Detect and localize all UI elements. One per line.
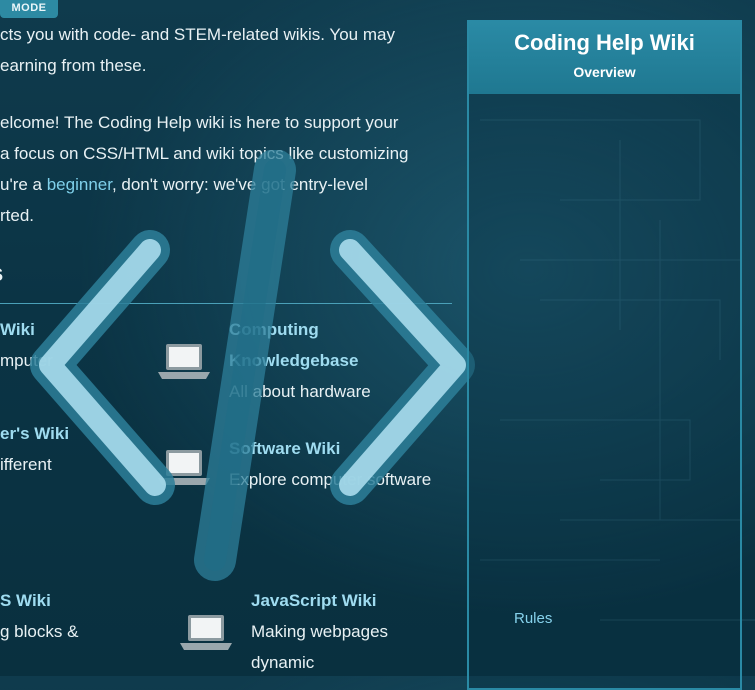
wiki-desc-4: Explore computer software (229, 470, 432, 489)
wiki-title-3[interactable]: er's Wiki (0, 424, 70, 443)
intro-line-2: earning from these. (0, 56, 147, 75)
wiki-desc-6: Making webpages (251, 622, 389, 641)
wiki-desc-2: All about hardware (229, 382, 371, 401)
intro-line-5-pre: u're a (0, 175, 47, 194)
wiki-title-1[interactable]: Wiki (0, 320, 35, 339)
sidebar-header: Coding Help Wiki Overview (469, 22, 740, 94)
main-content: cts you with code- and STEM-related wiki… (0, 25, 452, 672)
intro-line-6: rted. (0, 206, 35, 225)
wiki-desc-6b: dynamic (251, 653, 315, 672)
intro-line-4: a focus on CSS/HTML and wiki topics like… (0, 144, 409, 163)
intro-line-1: cts you with code- and STEM-related wiki… (0, 25, 395, 44)
wiki-desc-1: mputer (0, 351, 53, 370)
section-divider (0, 303, 452, 304)
rules-link[interactable]: Rules (514, 610, 553, 627)
sidebar-subtitle: Overview (573, 64, 636, 80)
sidebar-title: Coding Help Wiki (514, 30, 695, 55)
intro-line-5: u're a beginner, don't worry: we've got … (0, 169, 368, 200)
laptop-icon (158, 344, 210, 379)
wiki-title-2[interactable]: Computing (229, 320, 319, 339)
beginner-link[interactable]: beginner (46, 175, 112, 194)
wiki-title-5[interactable]: S Wiki (0, 591, 51, 610)
wiki-title-4[interactable]: Software Wiki (229, 439, 341, 458)
wiki-title-2b[interactable]: Knowledgebase (229, 351, 359, 370)
intro-line-3: elcome! The Coding Help wiki is here to … (0, 113, 399, 132)
mode-tab[interactable]: MODE (0, 0, 58, 18)
wiki-desc-5: g blocks & (0, 622, 79, 641)
laptop-icon (180, 615, 232, 650)
wiki-desc-3: ifferent (0, 455, 52, 474)
section-heading: s (0, 260, 3, 288)
sidebar-panel: Coding Help Wiki Overview Rules (467, 20, 742, 690)
intro-line-5-post: , don't worry: we've got entry-level (111, 175, 368, 194)
wiki-title-6[interactable]: JavaScript Wiki (251, 591, 377, 610)
laptop-icon (158, 450, 210, 485)
